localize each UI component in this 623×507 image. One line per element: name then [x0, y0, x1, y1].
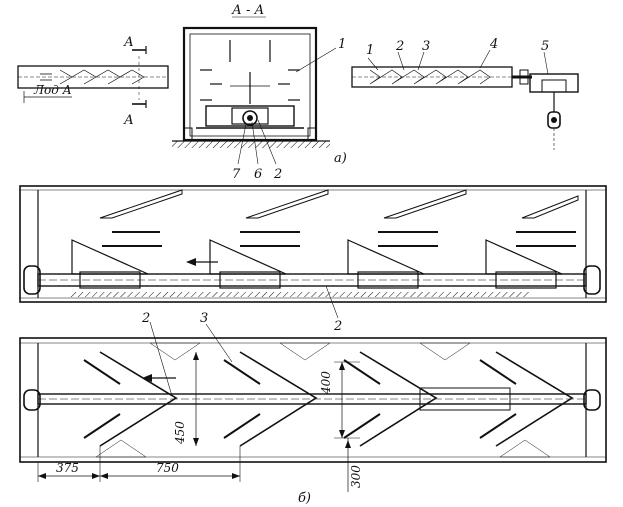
hatch-note: Лод А: [33, 83, 72, 97]
panel-a-label: а): [334, 151, 347, 166]
dim-400: 400: [319, 371, 333, 395]
label-side-part-2: 2: [333, 319, 342, 334]
label-plan-part-2: 2: [141, 311, 150, 326]
side-elevation-view: 1 2 3 4 5: [351, 37, 579, 150]
dim-375: 375: [56, 461, 79, 475]
label-section-part-2: 2: [273, 167, 282, 182]
section-title: А - А: [231, 3, 264, 18]
label-plan-part-3: 3: [200, 311, 208, 326]
small-conveyor-view: А А Лод А: [17, 35, 169, 128]
bottom-dimensions: 375 750 б): [37, 446, 311, 506]
label-part-5: 5: [541, 39, 549, 54]
dim-300: 300: [349, 465, 363, 488]
plan-view: 2 3 450 400 300: [19, 311, 607, 492]
label-part-2: 2: [395, 39, 404, 54]
cross-section-view: А - А 1 7 6 2 а): [172, 3, 347, 182]
label-part-4: 4: [489, 37, 498, 52]
dim-750: 750: [156, 461, 179, 475]
label-section-part-1: 1: [338, 37, 346, 52]
label-section-part-6: 6: [254, 167, 262, 182]
section-mark-bottom: А: [123, 113, 134, 128]
label-section-part-7: 7: [232, 167, 241, 182]
label-part-3: 3: [422, 39, 430, 54]
label-part-1: 1: [366, 43, 374, 58]
dim-450: 450: [173, 421, 187, 445]
panel-b-label: б): [298, 491, 311, 506]
section-mark-top: А: [123, 35, 134, 50]
longitudinal-view: 2: [19, 185, 607, 334]
